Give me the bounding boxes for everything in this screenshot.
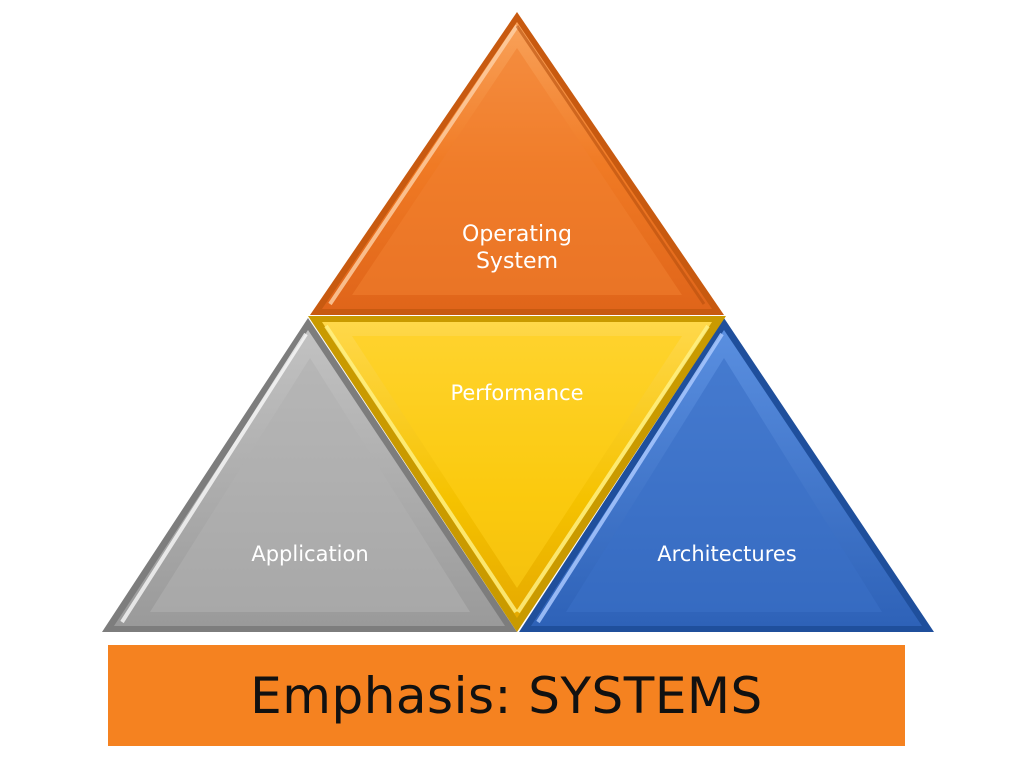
performance-label: Performance xyxy=(450,381,583,405)
performance-triangle: Performance xyxy=(308,316,726,632)
application-label: Application xyxy=(251,542,368,566)
operating-system-triangle: Operating System xyxy=(310,12,724,315)
operating-system-label: Operating xyxy=(462,222,572,247)
architectures-label: Architectures xyxy=(657,542,797,566)
emphasis-text: Emphasis: SYSTEMS xyxy=(250,666,763,725)
architectures-triangle: Architectures xyxy=(519,318,934,632)
emphasis-banner: Emphasis: SYSTEMS xyxy=(108,645,905,746)
operating-system-label-line2: System xyxy=(476,249,558,274)
application-triangle: Application xyxy=(102,318,517,632)
